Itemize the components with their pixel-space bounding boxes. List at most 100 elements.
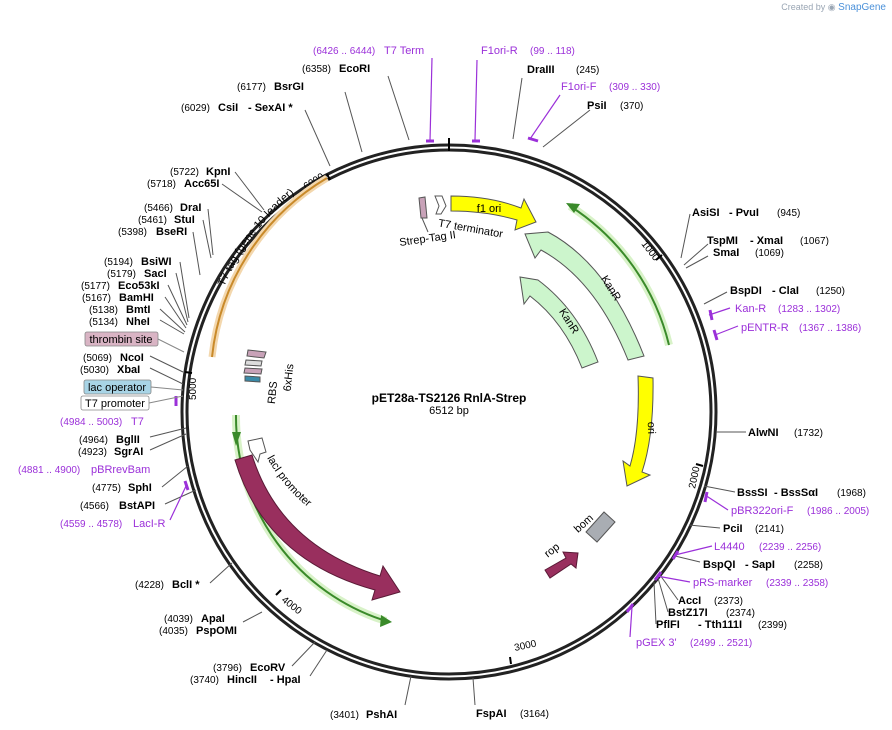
enzyme-pos-psii: (370) [620,101,643,112]
site-line-kpni [234,171,265,211]
enzyme-pos-ecorv: (3796) [213,663,242,674]
site-line-bspdi [703,291,728,305]
enzyme-csii-alt: - SexAI * [248,102,293,114]
primer-range-pbrrevbam: (4881 .. 4900) [18,465,80,476]
scale-ticks: 1000 2000 3000 4000 5000 6000 [184,171,704,665]
site-line-acci [659,574,679,601]
enzyme-sphi: SphI [128,482,152,494]
primer-prs-marker: pRS-marker [693,577,753,589]
enzyme-pos-bglii: (4964) [79,435,108,446]
laci-promoter-arrowhead [380,615,392,627]
site-line-bcli [209,562,233,584]
enzyme-bsiwi: BsiWI [141,256,172,268]
site-line-stui [202,219,212,259]
site-line-acc65i [221,183,263,213]
primer-l4440: L4440 [714,541,745,553]
enzyme-pos-pflfi: (2399) [758,620,787,631]
enzyme-pos-asisi: (945) [777,208,800,219]
tick-2000: 2000 [687,465,702,489]
enzyme-pos-acci: (2373) [714,596,743,607]
t7-tag-arc [211,177,328,358]
site-line-pcii [688,524,721,529]
enzyme-pos-saci: (5179) [107,269,136,280]
primer-range-kan-r: (1283 .. 1302) [778,304,840,315]
primer-range-pbr322ori-f: (1986 .. 2005) [807,506,869,517]
f1-ori-arrow [450,195,537,231]
enzyme-acc65i: Acc65I [184,178,219,190]
t7-tag-label: T7 tag (gene 10 leader) [216,186,297,288]
site-line-bamhi [164,296,187,329]
enzyme-asisi: AsiSI [692,207,720,219]
primer-range-laci-r: (4559 .. 4578) [60,519,122,530]
enzyme-pos-bstz17i: (2374) [726,608,755,619]
plasmid-length: 6512 bp [429,405,469,417]
enzyme-ncoi: NcoI [120,352,144,364]
enzyme-bcli: BclI * [172,579,200,591]
site-line-pshai [404,675,412,706]
site-line-nhei [159,319,185,335]
primer-line-t7-term [429,57,433,142]
enzyme-pos-bsrgi: (6177) [237,82,266,93]
primer-line-pbr322ori-f [704,494,729,511]
enzyme-bstz17i: BstZ17I [668,607,708,619]
enzyme-kpni: KpnI [206,166,230,178]
enzyme-bspqi: BspQI [703,559,735,571]
enzyme-pos-bstapi: (4566) [80,501,109,512]
his-label: 6xHis [282,363,297,392]
site-line-bseri [192,231,201,276]
enzyme-ecori: EcoRI [339,63,370,75]
primer-t7-term: T7 Term [384,45,424,57]
thrombin-box [244,359,263,367]
enzyme-tspmi: TspMI [707,235,738,247]
primer-range-f1ori-r: (99 .. 118) [530,46,575,57]
enzyme-psii: PsiI [587,100,607,112]
enzyme-asisi-alt: - PvuI [729,207,759,219]
enzyme-pos-xbai: (5030) [80,365,109,376]
laci-promoter-arrowhead-top [232,432,241,446]
t7tag-box [243,367,263,375]
enzyme-pos-bspdi: (1250) [816,286,845,297]
primer-markers [169,57,739,638]
strep-tag-label: Strep-Tag II [399,229,457,249]
enzyme-bspqi-alt: - SapI [745,559,775,571]
tick-mark-1000 [655,254,663,261]
enzyme-pos-hincii: (3740) [190,675,219,686]
ori-arrow [622,375,654,487]
site-line-bsiwi [179,261,190,319]
primer-range-f1ori-f: (309 .. 330) [609,82,660,93]
strep-tag-connector [421,217,429,233]
enzyme-pos-bmti: (5138) [89,305,118,316]
primer-pbr322ori-f: pBR322ori-F [731,505,794,517]
strep-tag-box [418,196,428,219]
site-line-fspai [472,677,476,706]
site-line-drai [207,208,214,256]
tick-mark-2000 [695,463,704,467]
enzyme-pos-apai: (4039) [164,614,193,625]
enzyme-xbai: XbaI [117,364,140,376]
enzyme-stui: StuI [174,214,195,226]
primer-pentr-r: pENTR-R [741,322,789,334]
enzyme-bsssi: BssSI [737,487,768,499]
enzyme-pos-pcii: (2141) [755,524,784,535]
rop-label: rop [542,541,562,560]
enzyme-bamhi: BamHI [119,292,154,304]
primer-arrow-l4440 [671,550,680,560]
kanr-outer-arc [569,205,670,346]
enzyme-apai: ApaI [201,613,225,625]
kanr-arrow-2 [519,276,599,369]
primer-line-l4440 [674,545,713,556]
primer-arrow-pbr322ori-f [703,491,709,503]
enzyme-drai: DraI [180,202,201,214]
thrombin-site-label: thrombin site [90,334,153,346]
enzyme-pos-smai: (1069) [755,248,784,259]
site-line-asisi [680,213,691,259]
enzyme-tspmi-alt: - XmaI [750,235,783,247]
site-line-ncoi [149,355,184,373]
site-line-smai [685,255,709,269]
features: T7 tag (gene 10 leader) lacI lacI promot… [208,174,673,627]
site-line-apai [242,611,263,623]
enzyme-smai: SmaI [713,247,739,259]
lac-operator-label: lac operator [88,382,146,394]
primer-arrow-pentr-r [712,329,719,341]
